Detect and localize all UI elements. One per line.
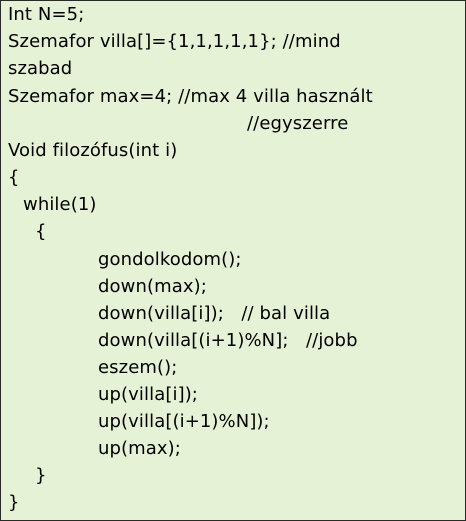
code-line-9: { bbox=[35, 221, 47, 242]
code-line-2: Szemafor villa[]={1,1,1,1,1}; //mind bbox=[8, 31, 341, 52]
code-line-7: { bbox=[8, 167, 20, 188]
code-line-6: Void filozófus(int i) bbox=[8, 140, 178, 161]
code-line-12: down(villa[i]); // bal villa bbox=[98, 303, 331, 324]
code-line-15: up(villa[i]); bbox=[98, 384, 198, 405]
code-line-14: eszem(); bbox=[98, 357, 178, 378]
code-line-10: gondolkodom(); bbox=[98, 249, 242, 270]
code-line-11: down(max); bbox=[98, 276, 207, 297]
code-line-19: } bbox=[8, 492, 20, 513]
code-line-8: while(1) bbox=[23, 194, 97, 215]
code-line-4: Szemafor max=4; //max 4 villa használt bbox=[8, 86, 373, 107]
code-line-17: up(max); bbox=[98, 438, 181, 459]
code-line-5: //egyszerre bbox=[247, 113, 349, 134]
code-line-18: } bbox=[35, 465, 47, 486]
code-line-3: szabad bbox=[8, 58, 73, 79]
code-line-1: Int N=5; bbox=[8, 4, 85, 25]
code-line-16: up(villa[(i+1)%N]); bbox=[98, 411, 270, 432]
code-line-13: down(villa[(i+1)%N]; //jobb bbox=[98, 330, 358, 351]
